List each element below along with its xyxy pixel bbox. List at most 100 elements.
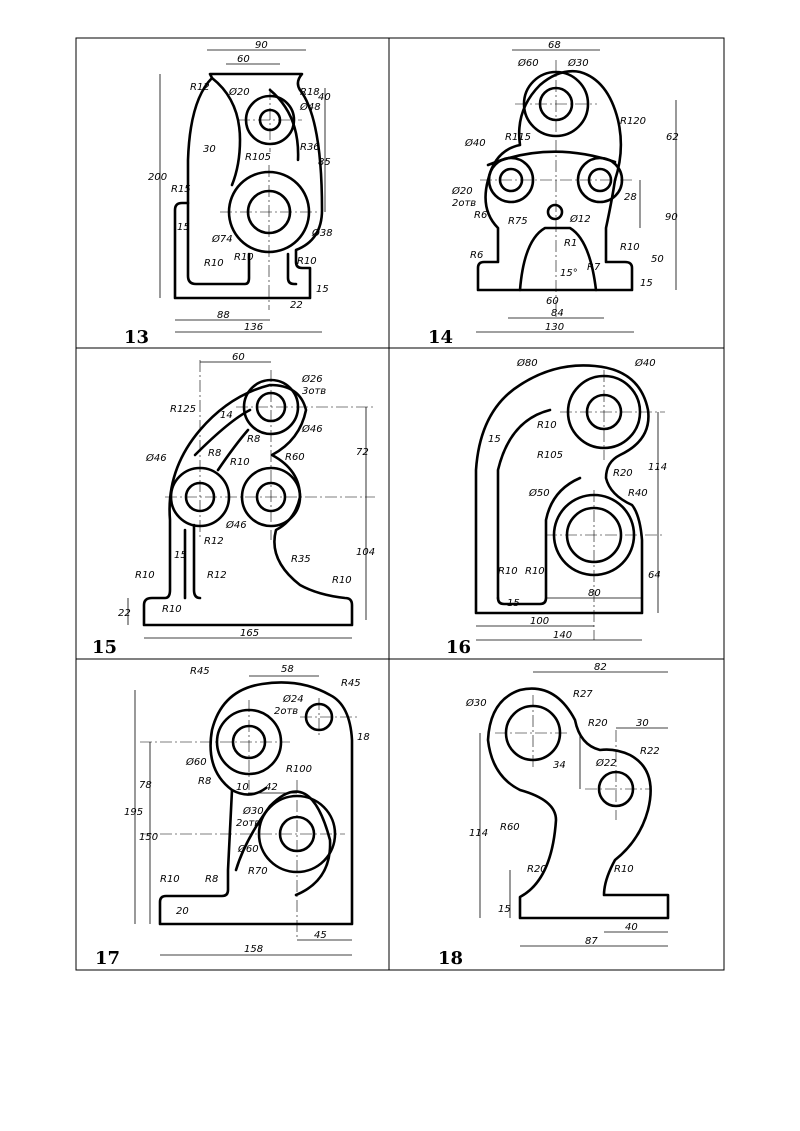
dim-14-10: R6 [474, 210, 487, 221]
dim-13-11: 30 [203, 144, 216, 155]
panel-14: 68 Ø60 Ø30 R120 R115 62 Ø40 Ø20 2отв R6 … [428, 40, 679, 348]
dim-16-13: 80 [588, 588, 601, 599]
dim-13-17: R10 [204, 258, 224, 269]
dim-16-4: 15 [488, 434, 501, 445]
dim-17-18: R10 [160, 874, 180, 885]
dim-15-14: R12 [204, 536, 224, 547]
dim-15-23: 165 [240, 628, 259, 639]
dim-16-9: R40 [628, 488, 648, 499]
dim-15-13: Ø46 [225, 519, 247, 531]
dim-14-20: R7 [587, 262, 601, 273]
dim-18-8: Ø22 [595, 757, 617, 769]
dim-14-17: R6 [470, 250, 483, 261]
dim-14-7: Ø40 [464, 137, 486, 149]
dim-17-11: 10 [236, 782, 249, 793]
dim-17-10: R8 [198, 776, 211, 787]
centerlines-14 [480, 60, 632, 320]
part-outline-17 [158, 681, 354, 926]
dim-18-7: 34 [553, 760, 566, 771]
dim-13-23: 136 [244, 322, 263, 333]
dim-13-4: Ø20 [228, 86, 250, 98]
dim-16-6: R20 [613, 468, 633, 479]
dim-15-12: Ø46 [145, 452, 167, 464]
dim-14-21: 15 [640, 278, 653, 289]
dim-14-22: 60 [546, 296, 559, 307]
dim-18-10: R60 [500, 822, 520, 833]
dim-14-6: 62 [666, 132, 679, 143]
centerlines-16 [545, 370, 665, 640]
dim-14-5: R115 [505, 132, 531, 143]
dim-17-14: 150 [139, 832, 158, 843]
dim-14-18: 50 [651, 254, 664, 265]
dim-13-13: R15 [171, 184, 191, 195]
dim-14-12: R75 [508, 216, 528, 227]
panel-number-16: 16 [446, 637, 471, 658]
dim-18-4: R20 [588, 718, 608, 729]
dim-15-3: 3отв [302, 386, 326, 397]
dim-14-14: 90 [665, 212, 678, 223]
dim-18-11: R20 [527, 864, 547, 875]
centerlines-17 [140, 698, 360, 940]
dim-17-21: 20 [176, 906, 189, 917]
dim-14-11: 28 [624, 192, 637, 203]
dim-14-24: 130 [545, 322, 564, 333]
dimension-lines-17 [134, 675, 352, 956]
dimension-lines-13 [159, 49, 326, 333]
dim-13-18: R10 [234, 252, 254, 263]
dim-14-19: 15° [560, 268, 578, 279]
dim-13-10: 200 [148, 172, 167, 183]
dim-16-1: Ø80 [516, 357, 538, 369]
dim-17-16: 2отв [236, 818, 260, 829]
dim-17-23: 158 [244, 944, 263, 955]
dim-14-9: 2отв [452, 198, 476, 209]
dim-14-3: Ø30 [567, 57, 589, 69]
dim-15-15: 104 [356, 547, 375, 558]
dim-17-19: R8 [205, 874, 218, 885]
dim-17-13: R100 [286, 764, 312, 775]
panel-number-14: 14 [428, 327, 453, 348]
dim-13-2: 60 [237, 54, 250, 65]
dim-16-8: Ø50 [528, 487, 550, 499]
dim-13-3: R12 [190, 82, 210, 93]
dim-15-19: R12 [207, 570, 227, 581]
panel-number-17: 17 [95, 948, 120, 969]
panel-number-13: 13 [124, 327, 149, 348]
dim-18-5: 30 [636, 718, 649, 729]
dim-13-5: R18 [300, 87, 320, 98]
dim-15-7: R8 [208, 448, 221, 459]
dim-15-5: 14 [220, 410, 233, 421]
dim-13-1: 90 [255, 40, 268, 51]
dim-16-5: R105 [537, 450, 563, 461]
dimension-lines-18 [479, 671, 668, 947]
dim-13-20: 15 [316, 284, 329, 295]
dim-17-6: 18 [357, 732, 370, 743]
dim-13-7: Ø48 [299, 101, 321, 113]
panel-17: R45 58 R45 Ø24 2отв 18 195 78 Ø60 R8 10 … [95, 664, 370, 969]
dim-15-1: 60 [232, 352, 245, 363]
dim-13-6: 40 [318, 92, 331, 103]
dim-17-5: 2отв [274, 706, 298, 717]
dim-18-13: 15 [498, 904, 511, 915]
dim-16-12: R10 [525, 566, 545, 577]
dim-15-10: R10 [230, 457, 250, 468]
dim-17-9: Ø60 [185, 756, 207, 768]
panel-number-18: 18 [438, 948, 463, 969]
dim-15-21: R10 [162, 604, 182, 615]
dim-17-7: 195 [124, 807, 143, 818]
dim-14-13: Ø12 [569, 213, 591, 225]
dim-15-6: R8 [247, 434, 260, 445]
dimension-lines-15 [127, 361, 367, 639]
panel-number-15: 15 [92, 637, 117, 658]
panel-18: 82 Ø30 R27 R20 30 R22 34 Ø22 114 R60 R20… [438, 662, 670, 969]
dim-17-4: Ø24 [282, 693, 304, 705]
dim-17-3: R45 [341, 678, 361, 689]
dim-18-12: R10 [614, 864, 634, 875]
dim-16-3: R10 [537, 420, 557, 431]
dim-18-14: 40 [625, 922, 638, 933]
dim-13-12: R105 [245, 152, 271, 163]
dim-17-17: Ø60 [237, 843, 259, 855]
dim-14-8: Ø20 [451, 185, 473, 197]
dim-18-6: R22 [640, 746, 660, 757]
dim-18-15: 87 [585, 936, 598, 947]
